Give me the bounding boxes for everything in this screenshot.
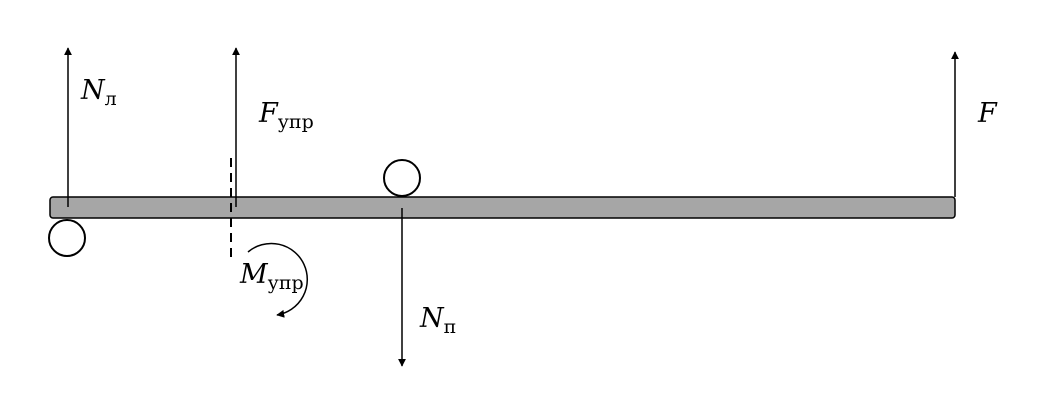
left-support-roller bbox=[48, 219, 86, 257]
beam bbox=[49, 196, 956, 219]
n-right-label-main: N bbox=[419, 303, 445, 334]
n-left-label: Nл bbox=[80, 75, 117, 110]
m-elastic-label-main: M bbox=[239, 259, 269, 290]
m-elastic-moment-arc bbox=[247, 242, 308, 318]
f-applied-label: F bbox=[977, 98, 998, 129]
f-elastic-label: Fупр bbox=[258, 98, 314, 133]
f-applied-label-main: F bbox=[977, 98, 998, 129]
m-elastic-label-sub: упр bbox=[268, 272, 304, 294]
n-left-label-main: N bbox=[80, 75, 106, 106]
m-elastic-label: Mупр bbox=[239, 259, 304, 294]
f-elastic-label-main: F bbox=[258, 98, 279, 129]
right-support-roller bbox=[383, 159, 421, 197]
n-right-label: Nп bbox=[419, 303, 456, 338]
f-elastic-label-sub: упр bbox=[278, 111, 314, 133]
n-left-label-sub: л bbox=[105, 88, 117, 110]
n-right-label-sub: п bbox=[444, 316, 457, 338]
